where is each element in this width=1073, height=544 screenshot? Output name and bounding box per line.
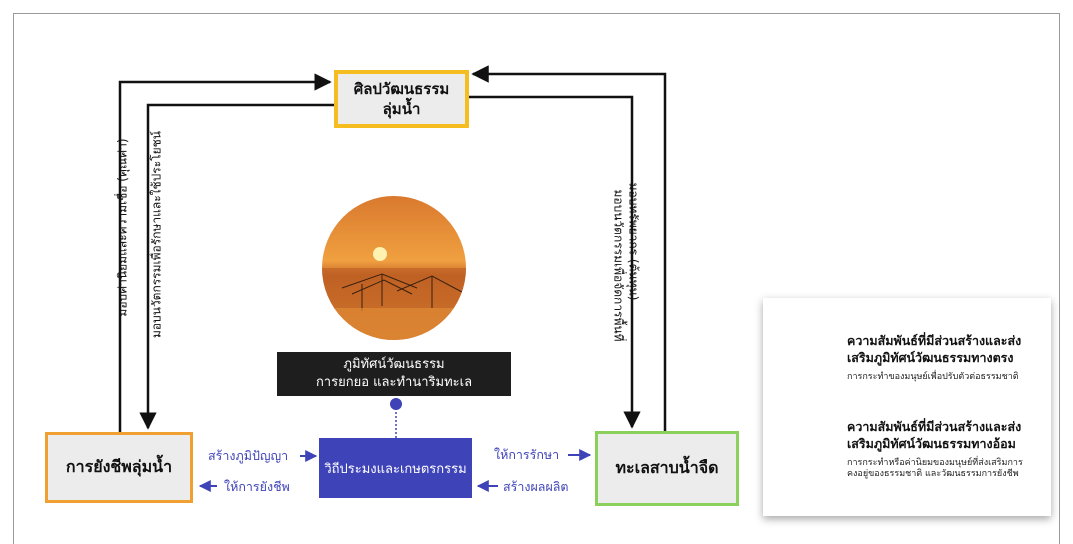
sunset-lake-photo: [322, 196, 466, 340]
legend-indirect-sub-2: คงอยู่ของธรรมชาติ และวัฒนธรรมการยังชีพ: [847, 469, 1019, 479]
diagram-frame: [13, 13, 1060, 544]
node-right-label: ทะเลสาบน้ำจืด: [615, 458, 719, 477]
node-top-line1: ศิลปวัฒนธรรม: [353, 80, 450, 98]
legend-direct-sub: การกระทำของมนุษย์เพื่อปรับตัวต่อธรรมชาติ: [847, 372, 1019, 382]
legend-direct-title-2: เสริมภูมิทัศน์วัฒนธรรมทางตรง: [847, 350, 1014, 365]
legend-indirect-sub-1: การกระทำหรือค่านิยมของมนุษย์ที่ส่งเสริมก…: [847, 458, 1023, 468]
caption-line1: ภูมิทัศน์วัฒนธรรม: [343, 357, 445, 372]
arrow-left-inner: [139, 103, 334, 430]
photo-caption: ภูมิทัศน์วัฒนธรรม การยกยอ และทำนาริมทะเล: [277, 352, 511, 396]
node-riverbasin-livelihood: การยังชีพลุ่มน้ำ: [45, 432, 193, 503]
arrow-right-inner: [469, 95, 641, 429]
label-center-to-left: ให้การยังชีพ: [224, 479, 290, 494]
caption-pin-dot: [390, 398, 402, 410]
node-center-label: วิถีประมงและเกษตรกรรม: [324, 461, 467, 477]
caption-line2: การยกยอ และทำนาริมทะเล: [315, 375, 473, 390]
label-center-to-right: ให้การรักษา: [494, 447, 560, 462]
legend-panel: ความสัมพันธ์ที่มีส่วนสร้างและส่ง เสริมภู…: [763, 298, 1051, 516]
node-fishing-farming: วิถีประมงและเกษตรกรรม: [319, 438, 472, 498]
arrow-left-outer: [118, 73, 332, 432]
label-right-to-center: สร้างผลผลิต: [503, 479, 569, 494]
label-right-outer: มอบทรัพยากร (ต้นทุน): [626, 182, 641, 301]
label-left-inner: มอบนวัตกรรมเพื่อรักษาและใช้ประโยชน์: [149, 131, 164, 338]
node-left-label: การยังชีพลุ่มน้ำ: [65, 457, 173, 476]
node-riverbasin-culture: ศิลปวัฒนธรรม ลุ่มน้ำ: [334, 70, 469, 128]
arrow-right-outer: [471, 65, 667, 431]
legend-indirect-title-1: ความสัมพันธ์ที่มีส่วนสร้างและส่ง: [847, 419, 1022, 434]
label-left-to-center: สร้างภูมิปัญญา: [208, 448, 289, 463]
node-freshwater-lake: ทะเลสาบน้ำจืด: [595, 431, 739, 506]
node-top-line2: ลุ่มน้ำ: [382, 100, 421, 118]
legend-direct-title-1: ความสัมพันธ์ที่มีส่วนสร้างและส่ง: [847, 333, 1022, 348]
label-left-outer: มอบค่านิยมและความเชื่อ (คุณค่า): [115, 138, 130, 317]
legend-indirect-title-2: เสริมภูมิทัศน์วัฒนธรรมทางอ้อม: [847, 436, 1016, 451]
